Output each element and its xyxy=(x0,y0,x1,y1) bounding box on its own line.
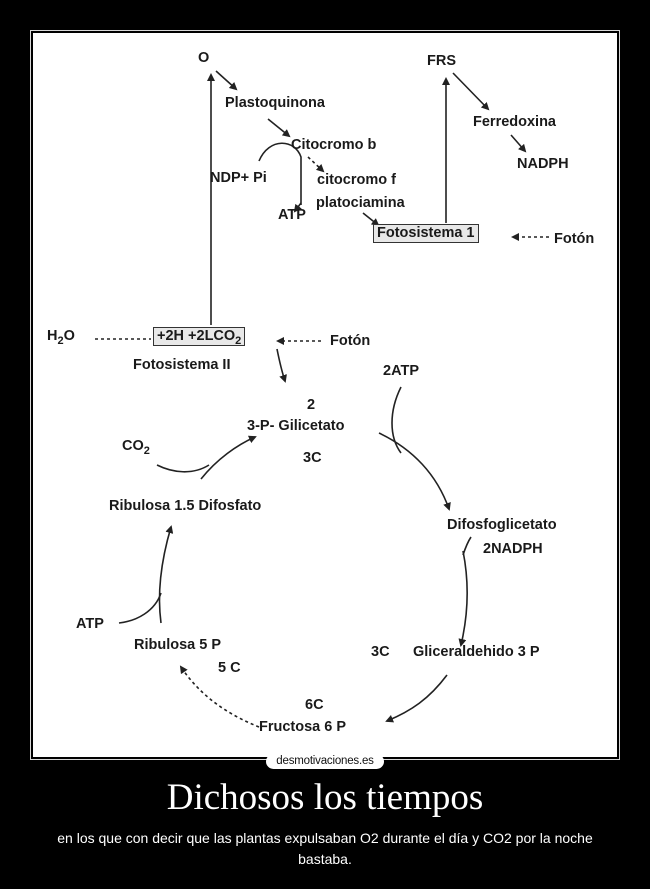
h2o-sub: 2 xyxy=(57,335,64,347)
arrow-plastoquinona-to-citb xyxy=(267,118,291,138)
label-atp-left: ATP xyxy=(76,616,104,632)
label-2nadph: 2NADPH xyxy=(483,541,543,557)
h2o-tail: O xyxy=(63,328,75,344)
cycle-arc-right xyxy=(458,550,469,647)
psii-box-text: +2H +2LCO xyxy=(157,328,236,344)
arrow-2nadph-tick xyxy=(462,536,472,556)
label-3c-right: 3C xyxy=(371,644,390,660)
label-gliceraldehido-3p: Gliceraldehido 3 P xyxy=(413,644,540,660)
label-foton-top: Fotón xyxy=(554,231,595,247)
cycle-arc-top-right xyxy=(378,432,451,511)
h2o-main: H xyxy=(47,328,58,344)
label-h2o: H2O xyxy=(47,328,75,347)
label-foton-mid: Fotón xyxy=(330,333,371,349)
label-citocromo-f: citocromo f xyxy=(317,172,396,188)
label-co2: CO2 xyxy=(122,438,150,457)
arrow-2atp-curve xyxy=(391,386,402,454)
label-6c: 6C xyxy=(305,697,324,713)
label-num-2: 2 xyxy=(307,397,316,413)
label-psii-box: +2H +2LCO2 xyxy=(153,327,246,347)
watermark-text: desmotivaciones.es xyxy=(266,754,384,769)
arrow-ferredoxina-to-nadph xyxy=(510,134,527,153)
arrow-platociamina-to-ps1 xyxy=(362,212,380,227)
label-fotosistema-1: Fotosistema 1 xyxy=(373,224,479,243)
label-ferredoxina: Ferredoxina xyxy=(473,114,556,130)
label-ndp-pi: NDP+ Pi xyxy=(210,170,267,186)
label-3c-top: 3C xyxy=(303,450,322,466)
label-o: O xyxy=(198,50,210,66)
cycle-arc-left xyxy=(158,525,174,624)
label-fructosa-6p: Fructosa 6 P xyxy=(259,719,347,735)
arrow-co2-curve xyxy=(156,464,210,473)
cycle-arc-top-left xyxy=(200,435,257,480)
co2-main: CO xyxy=(122,438,144,454)
poster-title: Dichosos los tiempos xyxy=(166,777,484,818)
label-ribulosa-15: Ribulosa 1.5 Difosfato xyxy=(109,498,262,514)
arrow-to-atp xyxy=(293,202,302,213)
arrow-frs-to-ferredoxina xyxy=(452,72,490,111)
cycle-arc-bottom-right xyxy=(385,674,448,723)
co2-sub: 2 xyxy=(143,445,150,457)
label-nadph: NADPH xyxy=(517,156,569,172)
arrow-atp-left-curve xyxy=(118,592,162,624)
label-platociamina: platociamina xyxy=(316,195,405,211)
arrow-ndp-curve xyxy=(258,142,302,205)
arrow-citb-to-citf xyxy=(307,156,325,173)
arrow-psii-to-cycle xyxy=(276,348,287,383)
label-frs: FRS xyxy=(427,53,456,69)
label-fotosistema-2: Fotosistema II xyxy=(133,357,231,373)
poster-caption: en los que con decir que las plantas exp… xyxy=(57,830,593,867)
label-ribulosa-5p: Ribulosa 5 P xyxy=(134,637,222,653)
psii-box-sub: 2 xyxy=(235,335,242,347)
cycle-arc-bottom-left xyxy=(179,665,260,728)
diagram-arrows xyxy=(95,70,549,728)
label-difosfoglicetato: Difosfoglicetato xyxy=(447,517,557,533)
label-3p-gilicetato: 3-P- Gilicetato xyxy=(247,418,345,434)
label-2atp: 2ATP xyxy=(383,363,419,379)
watermark: desmotivaciones.es xyxy=(0,751,650,769)
label-plastoquinona: Plastoquinona xyxy=(225,95,325,111)
label-atp-top: ATP xyxy=(278,207,306,223)
arrow-o-to-plastoquinona xyxy=(215,70,238,91)
label-5c: 5 C xyxy=(218,660,241,676)
label-citocromo-b: Citocromo b xyxy=(291,137,377,153)
photosynthesis-diagram: O Plastoquinona Citocromo b NDP+ Pi cito… xyxy=(33,33,617,757)
